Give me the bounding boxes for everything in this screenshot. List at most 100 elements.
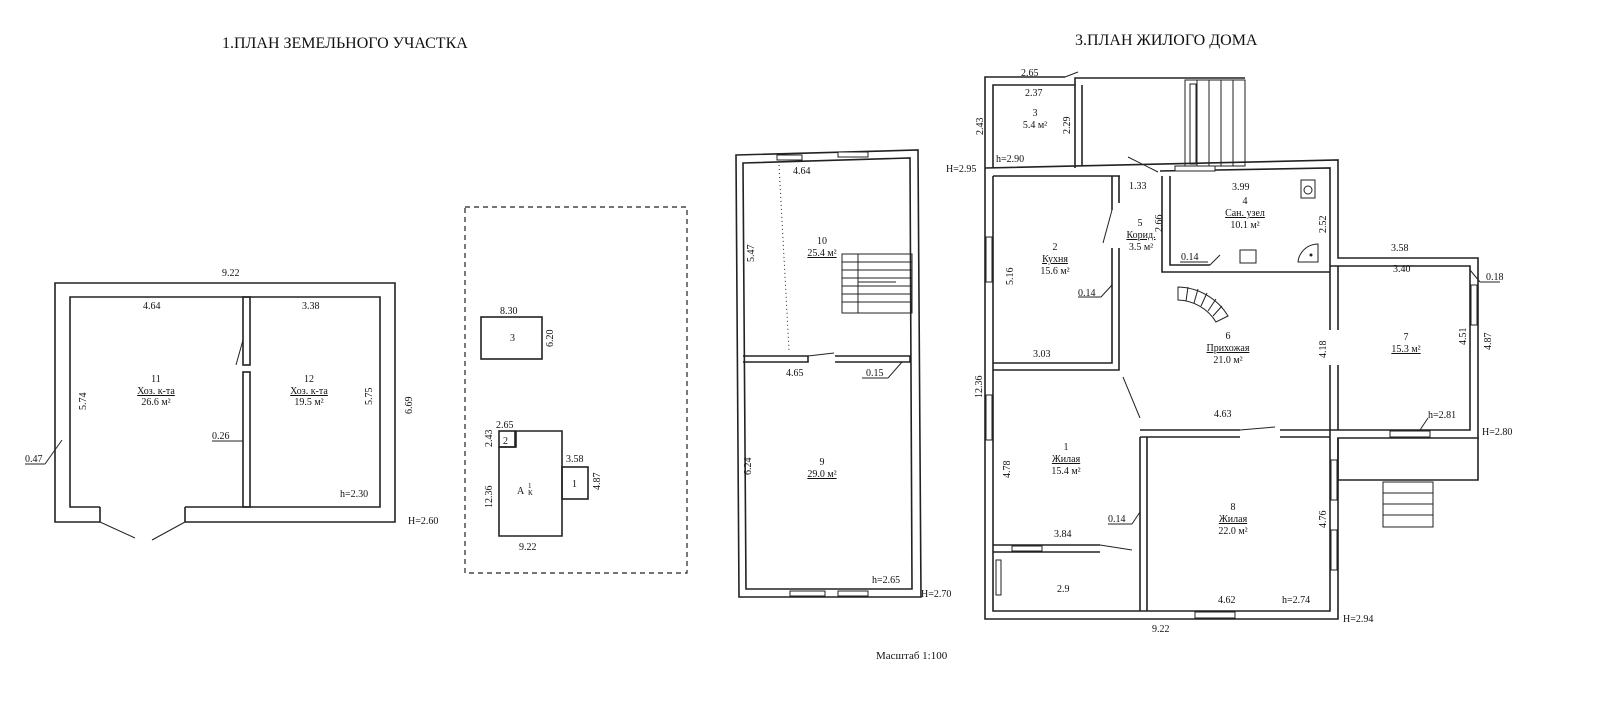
house-dim-r3-left: 2.43 bbox=[975, 118, 986, 136]
room-area: 3.5 м² bbox=[1129, 242, 1153, 253]
room-3-label: 3 5.4 м² bbox=[1023, 108, 1047, 131]
house-h-r8: h=2.74 bbox=[1282, 595, 1310, 606]
outbuilding-dim-partition: 0.26 bbox=[212, 431, 230, 442]
annex-h-in: h=2.65 bbox=[872, 575, 900, 586]
site-a-side: 12.36 bbox=[484, 486, 495, 509]
room-area: 5.4 м² bbox=[1023, 120, 1047, 131]
site-b2-side: 2.43 bbox=[484, 430, 495, 448]
house-dim-top-in: 2.37 bbox=[1025, 88, 1043, 99]
house-dim-r4-wall: 0.14 bbox=[1181, 252, 1199, 263]
room-number: 4 bbox=[1243, 196, 1248, 207]
room-area: 15.6 м² bbox=[1040, 266, 1069, 277]
outbuilding-partition-lower bbox=[242, 371, 251, 508]
house-dim-r7-side-out: 4.87 bbox=[1483, 333, 1494, 351]
room-3-door bbox=[1064, 71, 1079, 78]
annex-window-top-left bbox=[776, 154, 803, 161]
annex-partition-line bbox=[778, 164, 790, 351]
room-number: 2 bbox=[1053, 242, 1058, 253]
outbuilding-dim-top: 9.22 bbox=[222, 268, 240, 279]
room-area: 25.4 м² bbox=[807, 248, 836, 259]
outbuilding-plan: 9.22 4.64 3.38 5.74 5.75 6.69 0.26 0.47 … bbox=[25, 268, 438, 541]
room-number: 8 bbox=[1231, 502, 1236, 513]
room-1-door bbox=[1122, 376, 1141, 419]
room-3-outer bbox=[984, 76, 1065, 168]
building-1 bbox=[561, 466, 589, 500]
house-dim-small-room: 2.9 bbox=[1057, 584, 1070, 595]
spiral-step bbox=[1185, 286, 1189, 302]
house-dim-r7-top-in: 3.40 bbox=[1393, 264, 1411, 275]
building-a bbox=[498, 430, 563, 537]
site-b3-label: 3 bbox=[510, 333, 515, 344]
spiral-step bbox=[1193, 288, 1199, 304]
annex-stairs bbox=[841, 253, 913, 314]
stairs-outline bbox=[841, 253, 913, 314]
house-H-main: H=2.94 bbox=[1343, 614, 1373, 625]
site-a-bottom: 9.22 bbox=[519, 542, 537, 553]
house-dim-r8-side: 4.76 bbox=[1318, 511, 1329, 529]
room-11-label: 11 Хоз. к-та 26.6 м² bbox=[137, 374, 175, 408]
room-name: Сан. узел bbox=[1225, 208, 1265, 219]
room-7-label: 7 15.3 м² bbox=[1391, 332, 1420, 355]
room-6-label: 6 Прихожая 21.0 м² bbox=[1207, 331, 1250, 366]
annex-dim-left-top: 5.47 bbox=[746, 245, 757, 263]
spiral-step bbox=[1212, 305, 1223, 317]
outbuilding-partition-upper bbox=[242, 296, 251, 366]
room-name: Прихожая bbox=[1207, 343, 1250, 354]
spiral-step bbox=[1207, 298, 1217, 312]
site-a-label: А bbox=[517, 486, 525, 497]
outbuilding-dim-r11-side: 5.74 bbox=[78, 393, 89, 411]
outbuilding-outer-wall bbox=[54, 282, 396, 523]
house-dim-cor-side: 2.66 bbox=[1154, 215, 1165, 233]
room-2-label: 2 Кухня 15.6 м² bbox=[1040, 242, 1069, 277]
kitchen-window bbox=[985, 236, 993, 283]
house-dim-r2-side: 5.16 bbox=[1005, 268, 1016, 286]
outbuilding-h-out: H=2.60 bbox=[408, 516, 438, 527]
annex-partition-door bbox=[807, 352, 835, 357]
room-7-bottom-door bbox=[1419, 417, 1429, 431]
annex-dim-mid: 4.65 bbox=[786, 368, 804, 379]
outbuilding-door-leaf-right bbox=[151, 521, 186, 541]
bathroom-window bbox=[1174, 165, 1216, 172]
room-name: Корид. bbox=[1126, 230, 1155, 241]
house-dim-left-total: 12.36 bbox=[974, 376, 985, 399]
house-dim-r7-top-out: 3.58 bbox=[1391, 243, 1409, 254]
outbuilding-dim-wall: 0.47 bbox=[25, 454, 43, 465]
spiral-step bbox=[1200, 292, 1208, 307]
house-dim-r4-top: 3.99 bbox=[1232, 182, 1250, 193]
annex-wall-tick bbox=[887, 361, 903, 379]
house-plan: 2.65 2.37 2.43 2.29 H=2.95 h=2.90 1.33 2… bbox=[946, 68, 1512, 635]
outbuilding-dim-r12-side: 5.75 bbox=[364, 388, 375, 406]
house-dim-r7-wall: 0.18 bbox=[1486, 272, 1504, 283]
toilet-icon bbox=[1300, 179, 1316, 199]
annex-window-top-right bbox=[837, 151, 869, 158]
annex-plan: 4.64 5.47 4.65 0.15 6.24 h=2.65 H=2.70 1… bbox=[735, 149, 951, 600]
small-room-window bbox=[1011, 545, 1043, 552]
room-12-label: 12 Хоз. к-та 19.5 м² bbox=[290, 374, 328, 408]
plot-plan-title: 1.ПЛАН ЗЕМЕЛЬНОГО УЧАСТКА bbox=[222, 35, 468, 52]
corridor-door bbox=[1127, 156, 1159, 173]
kitchen-wall-tick bbox=[1100, 284, 1113, 298]
small-room-window-left bbox=[995, 559, 1002, 596]
site-b2-label: 2 bbox=[503, 436, 508, 447]
veranda-top bbox=[1074, 77, 1245, 85]
site-b2-top: 2.65 bbox=[496, 420, 514, 431]
annex-h-out: H=2.70 bbox=[921, 589, 951, 600]
bathroom-door bbox=[1209, 254, 1221, 266]
site-plan: 8.30 6.20 3 2.65 2.43 2 3.58 4.87 1 А 1 … bbox=[464, 206, 688, 574]
room-3-inner bbox=[992, 84, 1076, 168]
house-dim-top-out: 2.65 bbox=[1021, 68, 1039, 79]
room-1-wall-tick bbox=[1131, 511, 1141, 525]
annex-dim-left-bottom: 6.24 bbox=[743, 458, 754, 476]
room-name: Жилая bbox=[1052, 454, 1081, 465]
room-7-window-bottom bbox=[1389, 430, 1431, 438]
room-8-window bbox=[1330, 459, 1338, 501]
room-7-window-right bbox=[1470, 284, 1478, 326]
building-3 bbox=[480, 316, 543, 360]
outbuilding-door-leaf-left bbox=[99, 521, 136, 539]
outbuilding-dim-right: 6.69 bbox=[404, 397, 415, 415]
site-a-sup: 1 bbox=[528, 482, 532, 490]
room-7-wall-tick bbox=[1469, 269, 1481, 283]
outbuilding-wall-tick bbox=[44, 439, 63, 465]
small-room-door bbox=[1099, 544, 1133, 551]
scale-label: Масштаб 1:100 bbox=[876, 650, 948, 662]
